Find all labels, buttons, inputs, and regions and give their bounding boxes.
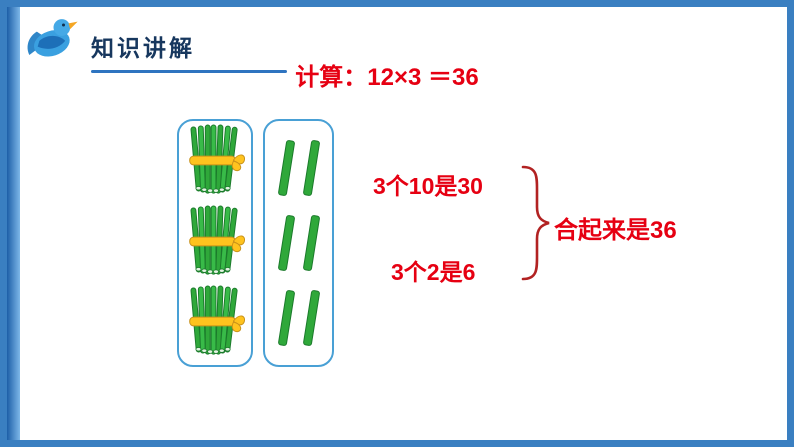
title-block: 知识讲解 [91,15,287,73]
single-stick [302,214,320,272]
stick-bundle [185,285,246,362]
single-stick [302,289,320,347]
single-stick [277,214,295,272]
ones-label: 3个2是6 [391,259,476,285]
single-sticks-pair [277,139,320,197]
equation-text: 计算：12×3 ＝36 [295,64,479,91]
page-title: 知识讲解 [91,35,195,61]
left-accent-bar [7,7,20,440]
curly-brace [521,165,550,281]
single-stick [277,139,295,197]
bird-icon [23,15,79,65]
title-underline [91,70,287,73]
single-stick [302,139,320,197]
total-label: 合起来是36 [554,217,677,244]
single-stick [277,289,295,347]
single-sticks-pair [277,214,320,272]
stick-bundle [185,204,246,282]
tens-label: 3个10是30 [373,173,483,199]
singles-box [263,119,334,367]
header: 知识讲解 [23,15,287,73]
stick-bundle [185,124,246,201]
single-sticks-pair [277,289,320,347]
bundles-box [177,119,253,367]
